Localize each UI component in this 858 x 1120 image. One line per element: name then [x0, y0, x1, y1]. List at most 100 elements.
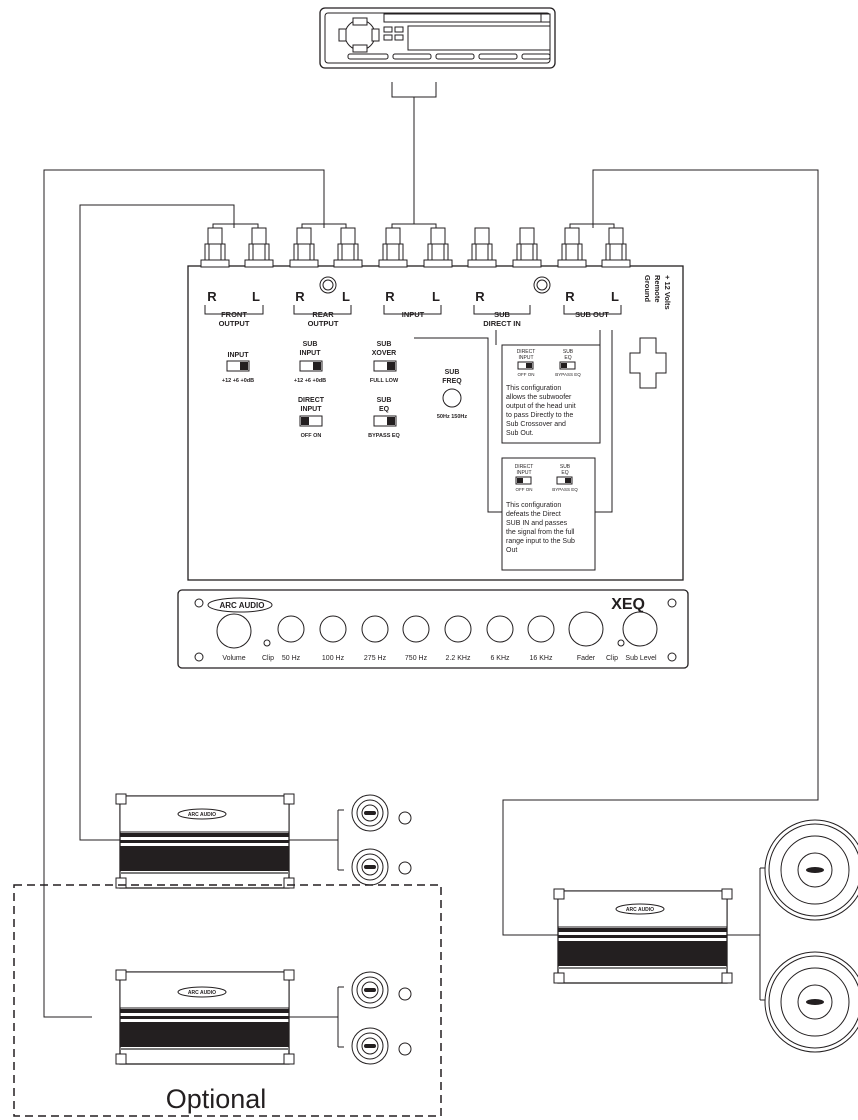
label-clip: Clip: [262, 655, 274, 662]
label-fader: Fader: [577, 655, 596, 662]
sub-eq-subtitle: EQ: [379, 406, 390, 413]
sub-xover-subtitle: XOVER: [372, 350, 397, 357]
knob-50hz[interactable]: [277, 615, 305, 643]
box2-line: defeats the Direct: [506, 511, 561, 518]
label-50hz: 50 Hz: [282, 655, 301, 662]
direct-input-title: DIRECT: [298, 397, 325, 404]
sub-amplifier: ARC AUDIO: [546, 867, 770, 1001]
sub-out-title: SUB OUT: [575, 310, 609, 319]
ground-lug-icon: [533, 276, 551, 294]
sub-eq-switch[interactable]: [373, 415, 397, 427]
fader-knob[interactable]: [568, 611, 604, 647]
box2-line: SUB IN and passes: [506, 520, 568, 527]
screw-icon: [667, 598, 677, 608]
label-clip-2: Clip: [606, 655, 618, 662]
box2-direct-subtitle: INPUT: [517, 470, 532, 476]
knob-16khz[interactable]: [527, 615, 555, 643]
power-ground-label: Ground: [643, 275, 652, 302]
sub-direct-in-title: SUB: [494, 310, 510, 319]
sub-freq-knob[interactable]: [442, 388, 462, 408]
box2-line: Out: [506, 547, 517, 554]
front-r-label: R: [207, 289, 217, 304]
input-gain-switch[interactable]: [226, 360, 250, 372]
rear-l-label: L: [342, 289, 350, 304]
label-275hz: 275 Hz: [364, 655, 387, 662]
box2-eq-subtitle: EQ: [561, 470, 568, 476]
box1-direct-scale: OFF ON: [518, 372, 535, 377]
config-box-defeat: DIRECT INPUT OFF ON SUB EQ BYPASS EQ Thi…: [501, 457, 596, 571]
amp-badge: ARC AUDIO: [188, 990, 216, 996]
rear-r-label: R: [295, 289, 305, 304]
sub-input-subtitle: INPUT: [300, 350, 322, 357]
direct-input-scale: OFF ON: [301, 433, 322, 439]
ground-lug-icon: [319, 276, 337, 294]
knob-2-2khz[interactable]: [444, 615, 472, 643]
input-switch-scale: +12 +6 +0dB: [222, 378, 254, 384]
knob-750hz[interactable]: [402, 615, 430, 643]
brand-logo: [207, 597, 273, 613]
box2-eq-scale: BYPASS EQ: [552, 487, 578, 492]
power-connector-icon: [629, 337, 667, 389]
sub-xover-switch[interactable]: [373, 360, 397, 372]
screw-icon: [667, 652, 677, 662]
front-speakers: [351, 794, 412, 886]
optional-amplifier: ARC AUDIO: [115, 969, 344, 1065]
processor-unit: R L R L R L R R L FRONT OUTPUT REAR OUTP…: [187, 223, 684, 581]
box1-line: allows the subwoofer: [506, 394, 572, 401]
head-unit: [319, 7, 556, 69]
eq-front-panel: ARC AUDIO XEQ Volume Clip 50 Hz 100 Hz 2…: [177, 589, 689, 669]
sub-freq-subtitle: FREQ: [442, 378, 462, 385]
screw-icon: [194, 652, 204, 662]
optional-speakers: [351, 971, 412, 1065]
sub-xover-title: SUB: [377, 341, 392, 348]
box1-eq-title: SUB: [563, 349, 574, 355]
direct-input-switch[interactable]: [299, 415, 323, 427]
clip-led: [263, 639, 271, 647]
sub-xover-scale: FULL LOW: [370, 378, 399, 384]
subout-r-label: R: [565, 289, 575, 304]
front-output-title: FRONT: [221, 310, 247, 319]
box2-eq-title: SUB: [560, 464, 571, 470]
front-l-label: L: [252, 289, 260, 304]
sub-input-gain-switch[interactable]: [299, 360, 323, 372]
knob-275hz[interactable]: [361, 615, 389, 643]
box1-direct-subtitle: INPUT: [519, 355, 534, 361]
rear-output-subtitle: OUTPUT: [308, 319, 339, 328]
subout-l-label: L: [611, 289, 619, 304]
config-box-direct: DIRECT INPUT OFF ON SUB EQ BYPASS EQ Thi…: [501, 344, 601, 444]
optional-group-frame: [13, 884, 442, 1117]
sub-direct-in-subtitle: DIRECT IN: [483, 319, 521, 328]
screw-icon: [194, 598, 204, 608]
input-r-label: R: [385, 289, 395, 304]
box2-line: the signal from the full: [506, 529, 575, 536]
sub-level-knob[interactable]: [622, 611, 658, 647]
amp-badge: ARC AUDIO: [626, 907, 654, 913]
subin-r-label: R: [475, 289, 485, 304]
subwoofers: [764, 819, 858, 1053]
box1-line: This configuration: [506, 385, 561, 392]
sub-input-title: SUB: [303, 341, 318, 348]
direct-input-subtitle: INPUT: [301, 406, 323, 413]
sub-freq-title: SUB: [445, 369, 460, 376]
label-100hz: 100 Hz: [322, 655, 345, 662]
power-12v-label: + 12 Volts: [663, 275, 672, 310]
power-remote-label: Remote: [653, 275, 662, 303]
knob-6khz[interactable]: [486, 615, 514, 643]
box1-eq-subtitle: EQ: [564, 355, 571, 361]
box1-direct-title: DIRECT: [517, 349, 536, 355]
volume-knob[interactable]: [216, 613, 252, 649]
optional-label: Optional: [166, 1084, 267, 1114]
brand-text: ARC AUDIO: [219, 601, 264, 610]
box1-line: Sub Out.: [506, 430, 534, 437]
box2-direct-title: DIRECT: [515, 464, 534, 470]
box1-eq-scale: BYPASS EQ: [555, 372, 581, 377]
input-l-label: L: [432, 289, 440, 304]
sub-eq-title: SUB: [377, 397, 392, 404]
box1-line: Sub Crossover and: [506, 421, 566, 428]
knob-100hz[interactable]: [319, 615, 347, 643]
rca-jacks[interactable]: [200, 223, 631, 268]
rear-output-title: REAR: [312, 310, 334, 319]
front-amplifier: ARC AUDIO: [106, 793, 344, 889]
sub-eq-scale: BYPASS EQ: [368, 433, 400, 439]
